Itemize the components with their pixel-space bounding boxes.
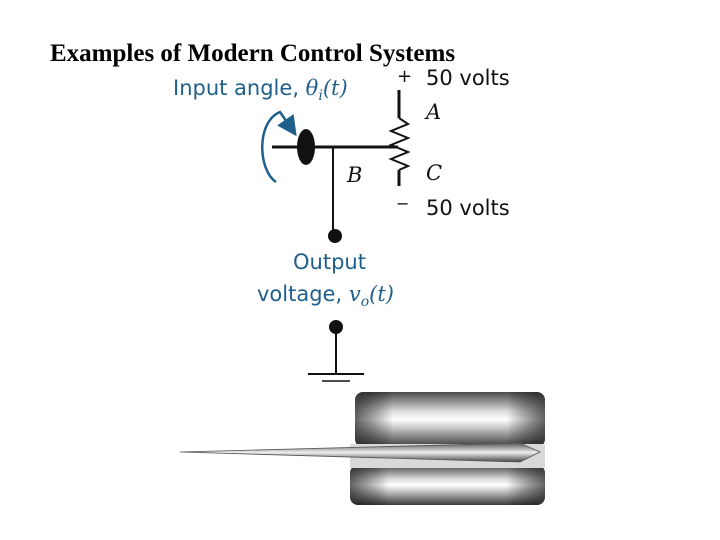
node-c-label: C — [426, 161, 443, 185]
input-angle-symbol: θ — [305, 76, 319, 100]
top-voltage-label: 50 volts — [426, 66, 510, 90]
output-label-line1: Output — [293, 250, 366, 274]
needle — [179, 442, 541, 463]
bottom-voltage-label: 50 volts — [426, 196, 510, 220]
input-angle-subscript: i — [318, 88, 323, 105]
output-voltage-text: voltage, — [257, 282, 349, 306]
rotation-arrow-icon — [261, 110, 297, 184]
node-b-label: B — [347, 163, 363, 187]
input-angle-arg: (t) — [322, 76, 348, 100]
plus-sign: + — [397, 66, 413, 87]
output-voltage-arg: (t) — [369, 282, 394, 306]
slide-title: Examples of Modern Control Systems — [50, 40, 456, 67]
input-angle-text: Input angle, — [173, 76, 306, 100]
output-voltage-subscript: o — [360, 294, 370, 311]
input-angle-label: Input angle, θi(t) — [173, 76, 348, 104]
output-terminal-top — [328, 229, 342, 243]
output-label-line2: voltage, vo(t) — [257, 282, 394, 310]
shaft-knob — [297, 129, 315, 165]
output-voltage-symbol: v — [348, 282, 361, 306]
minus-sign: − — [396, 194, 410, 213]
potentiometer-photo — [179, 392, 545, 505]
node-a-label: A — [426, 100, 442, 124]
resistor-zigzag — [388, 117, 411, 171]
